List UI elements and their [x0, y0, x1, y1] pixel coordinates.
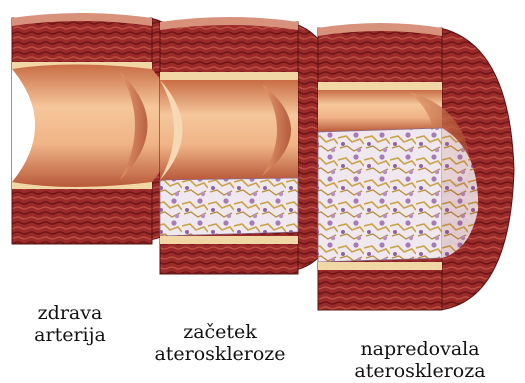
advanced-atherosclerosis-segment [318, 23, 514, 310]
label-healthy-artery: zdrava arterija [20, 302, 120, 346]
label-healthy-artery-line2: arterija [20, 324, 120, 346]
label-advanced-atherosclerosis-line2: ateroskleroza [335, 360, 505, 382]
label-early-atherosclerosis: začetek ateroskleroze [140, 321, 300, 365]
label-advanced-atherosclerosis-line1: napredovala [335, 338, 505, 360]
label-early-atherosclerosis-line1: začetek [140, 321, 300, 343]
label-advanced-atherosclerosis: napredovala ateroskleroza [335, 338, 505, 382]
label-healthy-artery-line1: zdrava [20, 302, 120, 324]
label-early-atherosclerosis-line2: ateroskleroze [140, 343, 300, 365]
